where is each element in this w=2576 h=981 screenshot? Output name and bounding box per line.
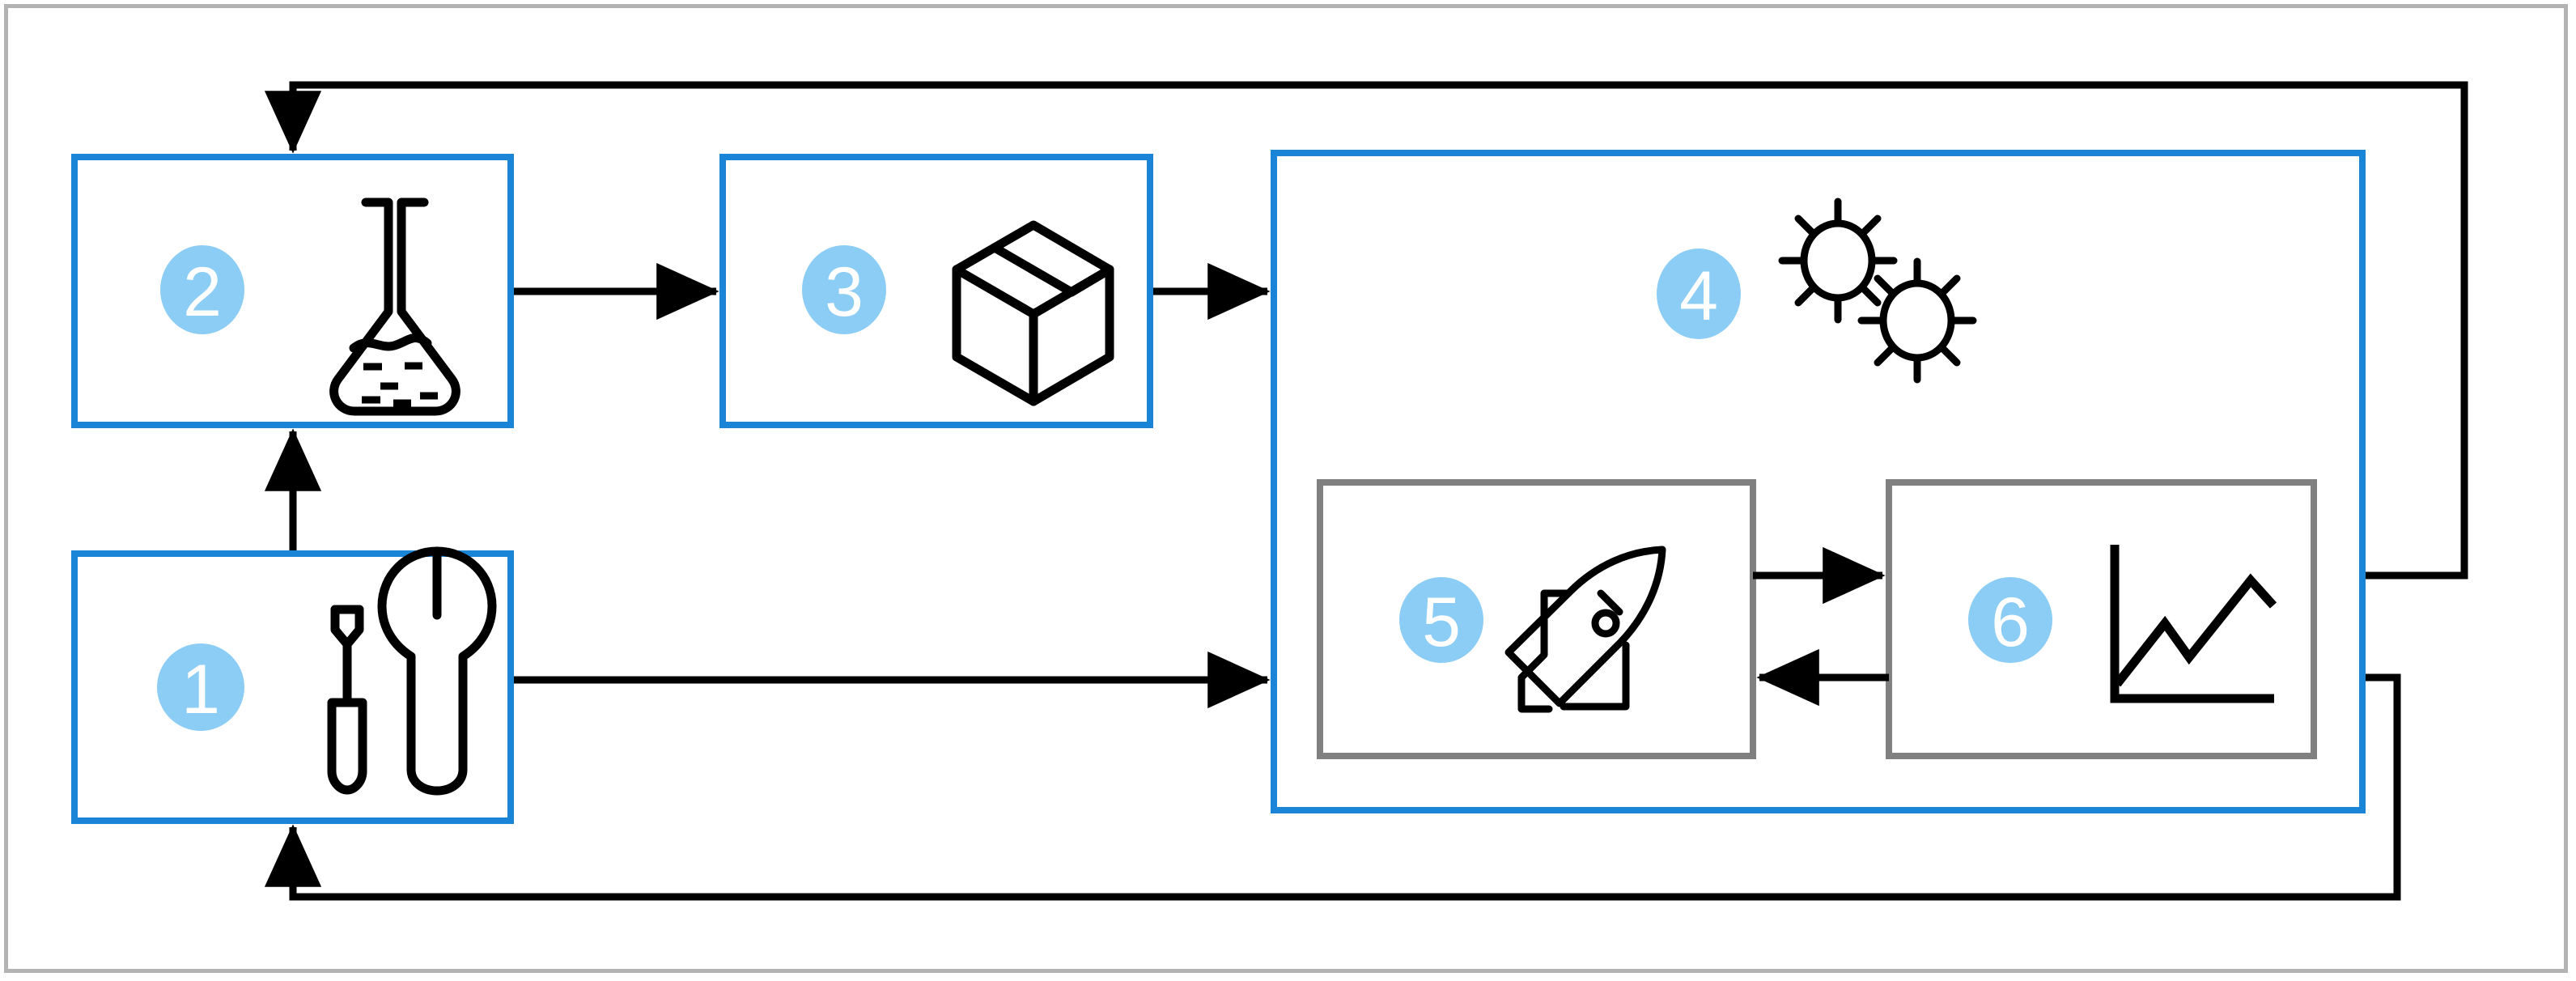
- node-2-box[interactable]: [71, 154, 514, 428]
- node-1-container[interactable]: 1: [71, 546, 514, 824]
- node-3-container[interactable]: 3: [719, 154, 1153, 428]
- node-4-badge: [1657, 248, 1741, 339]
- node-6-badge: [1968, 577, 2052, 663]
- connector-6-to-2: [264, 81, 2468, 580]
- node-3-badge: [802, 245, 886, 334]
- node-1-badge: [157, 643, 244, 731]
- node-3-box[interactable]: [719, 154, 1153, 428]
- node-6-box[interactable]: [1886, 479, 2317, 759]
- tools-icon: [327, 546, 497, 796]
- node-5-badge-label: 5: [1422, 584, 1461, 661]
- node-5-container[interactable]: 5: [1317, 479, 1756, 759]
- node-2-badge-label: 2: [183, 253, 222, 331]
- node-2-badge: [160, 245, 244, 334]
- microbes-icon: [1778, 197, 1977, 384]
- node-6-badge-label: 6: [1991, 584, 2030, 661]
- node-5-box[interactable]: [1317, 479, 1756, 759]
- package-icon: [952, 220, 1114, 406]
- node-2-container[interactable]: 2: [71, 154, 514, 428]
- flask-liquid-dashes: [362, 362, 438, 407]
- node-5-badge: [1399, 577, 1483, 663]
- node-6-container[interactable]: 6: [1886, 479, 2317, 759]
- node-1-badge-label: 1: [181, 651, 220, 728]
- connector-6-to-1: [264, 673, 2401, 901]
- node-1-box[interactable]: [71, 550, 514, 824]
- line-chart-icon: [2110, 545, 2277, 703]
- node-4-badge-label: 4: [1679, 257, 1718, 335]
- rocket-icon: [1504, 546, 1666, 713]
- node-3-badge-label: 3: [825, 253, 864, 331]
- flask-icon: [329, 197, 460, 416]
